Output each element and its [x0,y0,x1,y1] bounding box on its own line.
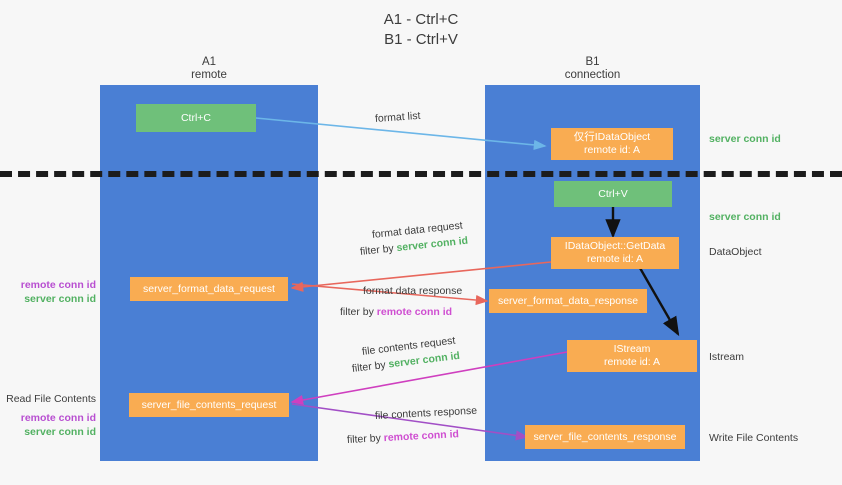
phase-divider-line [0,171,842,177]
label-format-list-text: format list [374,109,421,125]
label-left-server-conn-id-1: server conn id [24,293,96,305]
label-right-istream: Istream [709,350,744,364]
lane-b1-name: B1 [585,56,600,68]
filter-prefix: filter by [346,432,385,446]
label-left-remote-conn-id-2: remote conn id [20,412,96,424]
box-idataobject-getdata-line1: IDataObject::GetData [564,240,666,252]
label-right-write-file-contents: Write File Contents [709,431,798,445]
label-format-data-response: format data response [363,284,462,298]
label-file-contents-response-filter: filter by remote conn id [347,427,460,447]
label-left-conn-ids-1: remote conn id server conn id [0,278,96,306]
filter-prefix: filter by [351,358,390,375]
label-left-remote-conn-id-1: remote conn id [20,279,96,291]
label-right-dataobject: DataObject [709,245,762,259]
lane-a1-sub: remote [191,69,227,81]
filter-prefix: filter by [340,306,377,318]
page-title: A1 - Ctrl+C B1 - Ctrl+V [0,10,842,50]
box-server-format-data-request[interactable]: server_format_data_request [130,277,288,301]
label-right-server-conn-id-second: server conn id [709,210,781,224]
box-ctrl-v-line1: Ctrl+V [598,187,628,200]
box-clipboard-idataobject[interactable]: 仅行IDataObject remote id: A [551,128,673,160]
box-idataobject-getdata[interactable]: IDataObject::GetData remote id: A [551,237,679,269]
label-right-write-file-contents-text: Write File Contents [709,432,799,444]
box-server-format-data-response-label: server_format_data_response [497,294,639,307]
label-right-server-conn-id-top-text: server conn id [709,133,781,145]
box-ctrl-c[interactable]: Ctrl+C [136,104,256,132]
label-left-read-file-contents-text: Read File Contents [6,393,96,405]
lane-a1-name: A1 [201,56,217,68]
box-clipboard-idataobject-line2: remote id: A [583,144,641,156]
label-file-contents-response: file contents response [375,404,478,423]
label-right-dataobject-text: DataObject [709,246,762,258]
label-format-list: format list [375,109,421,126]
title-line-2: B1 - Ctrl+V [384,31,458,48]
box-ctrl-c-line1: Ctrl+C [180,111,212,124]
filter-value-remote-conn-id: remote conn id [383,428,460,445]
title-line-1: A1 - Ctrl+C [383,11,459,28]
lane-header-a1: A1 remote [100,56,318,82]
filter-prefix: filter by [359,242,398,258]
box-clipboard-idataobject-line1: 仅行IDataObject [573,131,651,143]
box-server-file-contents-response-label: server_file_contents_response [533,430,677,443]
label-right-server-conn-id-second-text: server conn id [709,211,781,223]
box-idataobject-getdata-line2: remote id: A [586,253,644,265]
label-right-istream-text: Istream [709,351,745,363]
lane-b1-sub: connection [564,69,621,81]
box-server-format-data-request-label: server_format_data_request [143,282,275,295]
box-server-file-contents-response[interactable]: server_file_contents_response [525,425,685,449]
box-istream[interactable]: IStream remote id: A [567,340,697,372]
filter-value-remote-conn-id: remote conn id [376,306,453,318]
box-ctrl-v[interactable]: Ctrl+V [554,181,672,207]
box-server-file-contents-request-label: server_file_contents_request [141,398,277,411]
box-server-file-contents-request[interactable]: server_file_contents_request [129,393,289,417]
label-file-contents-response-text: file contents response [374,404,478,422]
box-istream-line1: IStream [613,343,651,355]
label-format-data-response-filter: filter by remote conn id [340,305,452,319]
label-right-server-conn-id-top: server conn id [709,132,781,146]
label-left-read-file-contents: Read File Contents [0,392,96,406]
label-left-conn-ids-2: remote conn id server conn id [0,411,96,439]
lane-header-b1: B1 connection [485,56,700,82]
label-format-data-response-text: format data response [363,285,463,297]
box-server-format-data-response[interactable]: server_format_data_response [489,289,647,313]
label-left-server-conn-id-2: server conn id [24,426,96,438]
box-istream-line2: remote id: A [603,356,661,368]
